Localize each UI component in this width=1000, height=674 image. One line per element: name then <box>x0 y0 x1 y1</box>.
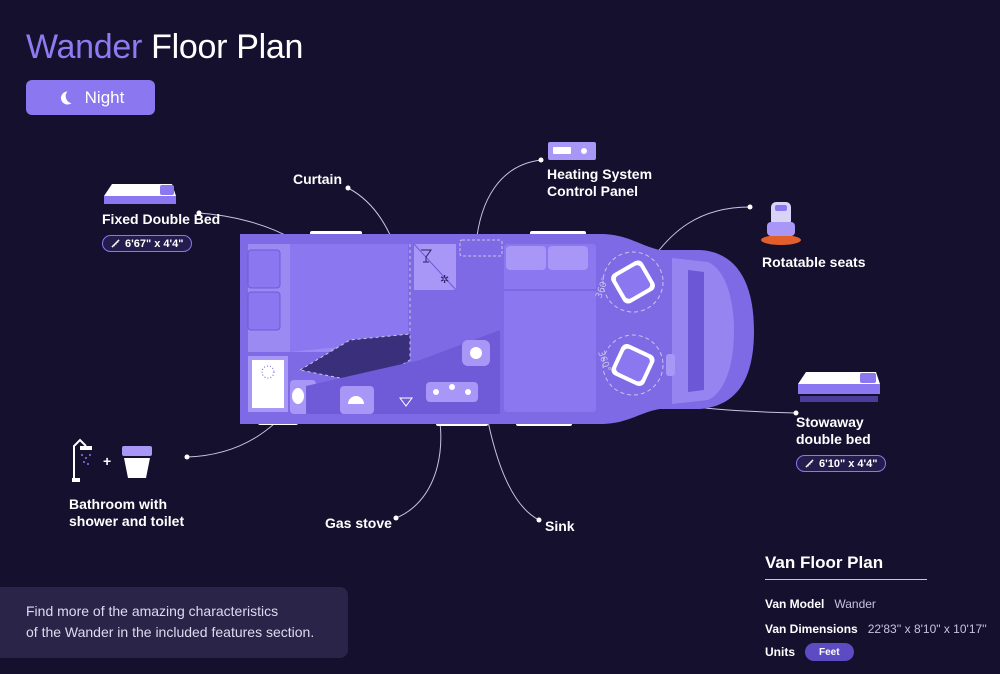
van-model-row: Van Model Wander <box>765 597 876 611</box>
heating-control-panel-icon <box>548 142 596 160</box>
moon-icon <box>60 90 72 104</box>
info-line2: of the Wander in the included features s… <box>26 624 315 640</box>
label-bathroom-line1: Bathroom with <box>69 496 167 512</box>
stowaway-bed-size-badge: 6'10" x 4'4" <box>796 455 887 472</box>
label-stowaway-line1: Stowaway <box>796 414 864 430</box>
info-line1: Find more of the amazing characteristics <box>26 603 279 619</box>
units-toggle-button[interactable]: Feet <box>805 643 854 661</box>
label-fixed-double-bed: Fixed Double Bed <box>102 211 221 227</box>
van-dimensions-value: 22'83'' x 8'10" x 10'17'' <box>867 622 987 636</box>
night-mode-label: Night <box>84 87 125 107</box>
fixed-bed-size: 6'67" x 4'4" <box>125 237 184 250</box>
label-stowaway-bed: Stowaway double bed <box>796 414 871 448</box>
label-bathroom: Bathroom with shower and toilet <box>69 496 184 530</box>
title-brand: Wander <box>26 28 142 66</box>
panel-title: Van Floor Plan <box>765 553 927 580</box>
leader-heating <box>475 159 542 246</box>
label-gas-stove: Gas stove <box>325 515 392 531</box>
shower-icon <box>72 438 92 482</box>
fixed-bed-icon <box>104 184 176 204</box>
van-dimensions-row: Van Dimensions 22'83'' x 8'10" x 10'17'' <box>765 622 987 636</box>
kitchen-cabinet: ✲ <box>413 243 457 291</box>
units-label: Units <box>765 645 795 659</box>
night-mode-button[interactable]: Night <box>26 80 155 115</box>
stowaway-bed-icon <box>798 372 880 402</box>
label-heating-line2: Control Panel <box>547 183 639 199</box>
svg-text:✲: ✲ <box>440 273 449 286</box>
units-row: Units Feet <box>765 643 854 661</box>
van-floor-plan-panel: Van Floor Plan Van Model Wander Van Dime… <box>765 553 995 661</box>
label-rotatable-seats: Rotatable seats <box>762 254 866 270</box>
label-stowaway-line2: double bed <box>796 431 871 447</box>
ruler-icon <box>111 239 120 248</box>
label-heating-line1: Heating System <box>547 166 653 182</box>
label-curtain: Curtain <box>293 171 342 187</box>
stowaway-double-bed <box>504 244 596 412</box>
van-model-value: Wander <box>834 597 876 611</box>
stowaway-bed-size: 6'10" x 4'4" <box>819 457 878 470</box>
page-title: Wander Floor Plan <box>26 28 303 67</box>
toilet-icon <box>122 446 152 478</box>
label-heating-system: Heating System Control Panel <box>547 166 652 200</box>
ruler-icon <box>805 459 814 468</box>
label-bathroom-line2: shower and toilet <box>69 513 185 529</box>
plus-icon: + <box>103 453 111 469</box>
fixed-bed-size-badge: 6'67" x 4'4" <box>102 235 193 252</box>
van-model-label: Van Model <box>765 597 825 611</box>
fixed-double-bed <box>247 244 408 352</box>
label-sink: Sink <box>545 518 575 534</box>
heating-panel-mount <box>459 239 503 257</box>
van-dimensions-label: Van Dimensions <box>765 622 858 636</box>
title-rest: Floor Plan <box>151 28 304 66</box>
kitchen-counter <box>306 330 500 414</box>
features-info-box: Find more of the amazing characteristics… <box>0 587 348 658</box>
rotatable-seat-icon <box>761 202 801 245</box>
